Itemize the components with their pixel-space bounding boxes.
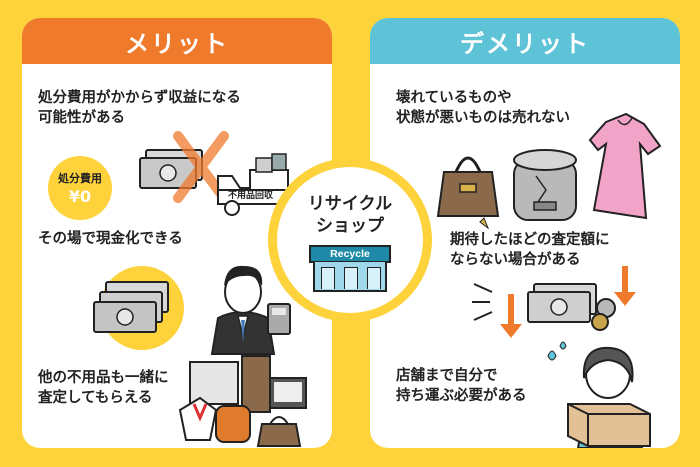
woman-carrying-box-illustration [547, 341, 651, 448]
handbag-icon [436, 156, 500, 230]
unwanted-items-pile-illustration [178, 355, 307, 447]
center-circle: リサイクル ショップ Recycle [277, 167, 423, 313]
store-front [313, 262, 387, 292]
banknote-stack-icon [93, 281, 169, 333]
center-title-line2: ショップ [316, 216, 384, 236]
money-cross-truck-illustration [139, 131, 309, 216]
store-icon: Recycle [309, 245, 391, 293]
desk-icon [189, 361, 239, 405]
demerit-item-1-text: 壊れているものや 状態が悪いものは売れない [396, 90, 570, 126]
demerit-item-2-text: 期待したほどの査定額に ならない場合がある [450, 232, 610, 268]
coin-icon [591, 298, 616, 331]
down-arrow-icon [500, 266, 636, 338]
recycle-shop-center: リサイクル ショップ Recycle [268, 158, 432, 322]
rice-cooker-icon [513, 149, 577, 221]
cross-icon [173, 131, 229, 203]
low-appraisal-illustration [472, 266, 636, 338]
truck-icon [217, 153, 309, 216]
truck-label: 不用品回収 [228, 191, 274, 201]
demerit-item-3-text: 店舗まで自分で 持ち運ぶ必要がある [396, 368, 527, 404]
center-title-line1: リサイクル [307, 194, 393, 214]
merit-item-2-text: その場で現金化できる [38, 231, 183, 247]
handbag-icon [256, 423, 302, 447]
cash-businessman-illustration [93, 265, 291, 355]
demerit-header: デメリット [370, 18, 680, 64]
broken-items-illustration [436, 112, 662, 230]
store-sign: Recycle [309, 245, 391, 263]
badge-label: 処分費用 [58, 172, 102, 185]
emphasis-lines-icon [472, 283, 493, 321]
school-bag-icon [215, 405, 251, 443]
merit-header: メリット [22, 18, 332, 64]
cardboard-box-icon [567, 403, 651, 447]
badge-value: ¥0 [68, 187, 92, 206]
disposal-fee-badge: 処分費用 ¥0 [48, 156, 112, 220]
uniform-icon [178, 396, 218, 441]
dress-icon [588, 112, 662, 220]
merit-item-3-text: 他の不用品も一緒に 査定してもらえる [38, 370, 169, 406]
sweat-drop-icon [547, 341, 567, 361]
cabinet-icon [241, 355, 271, 413]
businessman-icon [210, 265, 291, 355]
banknote-icon [527, 283, 597, 323]
merit-item-1-text: 処分費用がかからず収益になる 可能性がある [38, 90, 241, 126]
